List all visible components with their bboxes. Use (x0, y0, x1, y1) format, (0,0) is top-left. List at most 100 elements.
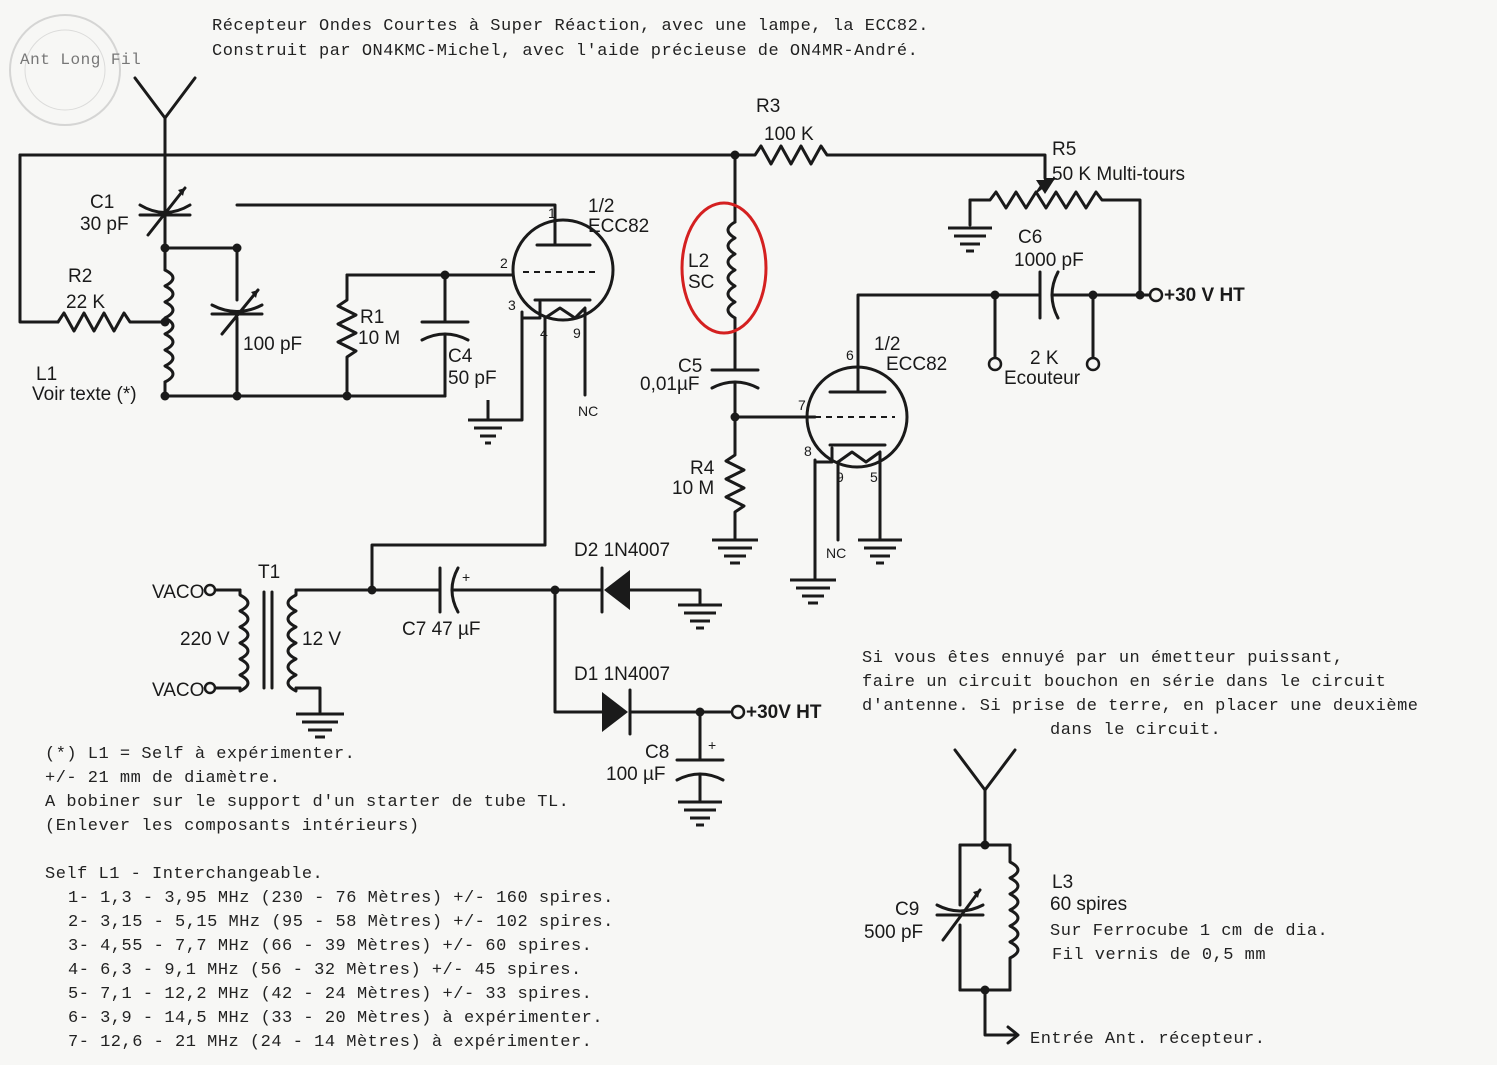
r5-value: 50 K Multi-tours (1052, 164, 1185, 185)
c5-value: 0,01µF (640, 374, 700, 395)
c5-label: C5 (678, 356, 702, 377)
v2-nc: NC (826, 545, 846, 561)
r2-value: 22 K (66, 292, 105, 313)
ground-icon (790, 578, 836, 605)
v1-pin3: 3 (508, 297, 516, 313)
trap-antenna-icon (953, 748, 1017, 847)
self-l1-table: Self L1 - Interchangeable. 1- 1,3 - 3,95… (45, 865, 614, 1052)
c4-value: 50 pF (448, 368, 497, 389)
r2-label: R2 (68, 266, 92, 287)
vaco-label-2: VACO (152, 680, 204, 701)
header-line-2: Construit par ON4KMC-Michel, avec l'aide… (212, 42, 918, 61)
r3-resistor (733, 144, 837, 166)
ground-icon (296, 712, 344, 739)
v2-pin6: 6 (846, 347, 854, 363)
d2-label: D2 1N4007 (574, 540, 670, 561)
tuning-variable-capacitor (163, 203, 557, 398)
c6-capacitor (993, 270, 1142, 320)
c8-plus: + (708, 737, 716, 753)
heater-wire (370, 543, 547, 592)
l2-choke (726, 153, 737, 372)
antenna-icon (133, 76, 197, 202)
v1-name: ECC82 (588, 216, 649, 237)
c8-value: 100 µF (606, 764, 666, 785)
tube-v2-ecc82 (805, 293, 997, 582)
v1-pin1: 1 (548, 205, 556, 221)
v1-pin4: 4 (540, 325, 548, 341)
l3-note-1: Sur Ferrocube 1 cm de dia. (1050, 922, 1328, 941)
v2-pin9: 9 (836, 469, 844, 485)
c7-plus: + (462, 569, 470, 585)
v1-nc: NC (578, 403, 598, 419)
ground-icon (468, 400, 522, 445)
ground-icon (678, 603, 722, 630)
v2-half: 1/2 (874, 334, 900, 355)
junction-dot (980, 985, 990, 995)
c4-capacitor (420, 273, 514, 398)
r5-label: R5 (1052, 139, 1076, 160)
header-line-1: Récepteur Ondes Courtes à Super Réaction… (212, 17, 929, 36)
c1-label: C1 (90, 192, 114, 213)
l3-label: L3 (1052, 872, 1073, 893)
note-line: Si vous êtes ennuyé par un émetteur puis… (862, 649, 1344, 668)
table-row: 2- 3,15 - 5,15 MHz (95 - 58 Mètres) +/- … (68, 913, 614, 932)
r4-resistor (724, 438, 746, 542)
l1-note: (*) L1 = Self à expérimenter. +/- 21 mm … (45, 745, 569, 836)
note-line: d'antenne. Si prise de terre, en placer … (862, 697, 1419, 716)
table-row: 3- 4,55 - 7,7 MHz (66 - 39 Mètres) +/- 6… (68, 937, 592, 956)
tuning-cap-value: 100 pF (243, 334, 302, 355)
v1-pin9: 9 (573, 325, 581, 341)
interference-note: Si vous êtes ennuyé par un émetteur puis… (862, 649, 1419, 740)
ground-icon (712, 538, 758, 565)
c8-capacitor (675, 710, 725, 802)
c7-capacitor (438, 566, 557, 614)
r5-potentiometer (968, 178, 1142, 297)
c5-capacitor (710, 368, 760, 442)
d2-diode (553, 566, 702, 614)
ht-label-2: +30V HT (746, 702, 822, 723)
note-line: (Enlever les composants intérieurs) (45, 817, 420, 836)
l1-value: Voir texte (*) (32, 384, 137, 405)
table-row: 5- 7,1 - 12,2 MHz (42 - 24 Mètres) +/- 3… (68, 985, 592, 1004)
junction-dot (367, 585, 377, 595)
note-line: +/- 21 mm de diamètre. (45, 769, 280, 788)
c7-label: C7 47 µF (402, 619, 481, 640)
table-row: 6- 3,9 - 14,5 MHz (33 - 20 Mètres) à exp… (68, 1009, 603, 1028)
d1-label: D1 1N4007 (574, 664, 670, 685)
note-line: (*) L1 = Self à expérimenter. (45, 745, 355, 764)
c6-value: 1000 pF (1014, 250, 1084, 271)
l3-note-2: Fil vernis de 0,5 mm (1052, 946, 1266, 965)
r2-resistor (56, 311, 167, 333)
vaco-label-1: VACO (152, 582, 204, 603)
r3-value: 100 K (764, 124, 814, 145)
earphone-value: 2 K (1030, 348, 1059, 369)
c6-label: C6 (1018, 227, 1042, 248)
table-row: 7- 12,6 - 21 MHz (24 - 14 Mètres) à expé… (68, 1033, 592, 1052)
junction-dot (730, 412, 740, 422)
ht-terminal-icon (1148, 287, 1164, 303)
c1-value: 30 pF (80, 214, 129, 235)
r3-label: R3 (756, 96, 780, 117)
ground-icon (858, 538, 902, 565)
t1-label: T1 (258, 562, 280, 583)
r4-value: 10 M (672, 478, 714, 499)
top-bus-wire (18, 153, 1047, 324)
junction-dot (160, 391, 170, 401)
earphone-terminals (987, 293, 1101, 372)
ht-label-1: +30 V HT (1164, 285, 1245, 306)
junction-dot (232, 243, 242, 253)
table-title: Self L1 - Interchangeable. (45, 865, 323, 884)
r4-label: R4 (690, 458, 715, 479)
note-line: faire un circuit bouchon en série dans l… (862, 673, 1386, 692)
l2-value: SC (688, 272, 714, 293)
v2-name: ECC82 (886, 354, 947, 375)
d1-diode (553, 588, 732, 736)
note-line: dans le circuit. (1050, 721, 1221, 740)
c1-variable-capacitor (138, 186, 192, 247)
tube-v1-ecc82 (511, 218, 615, 547)
junction-dot (440, 270, 450, 280)
antenna-label: Ant Long Fil (20, 51, 141, 69)
r1-label: R1 (360, 307, 384, 328)
ground-icon (678, 800, 722, 827)
